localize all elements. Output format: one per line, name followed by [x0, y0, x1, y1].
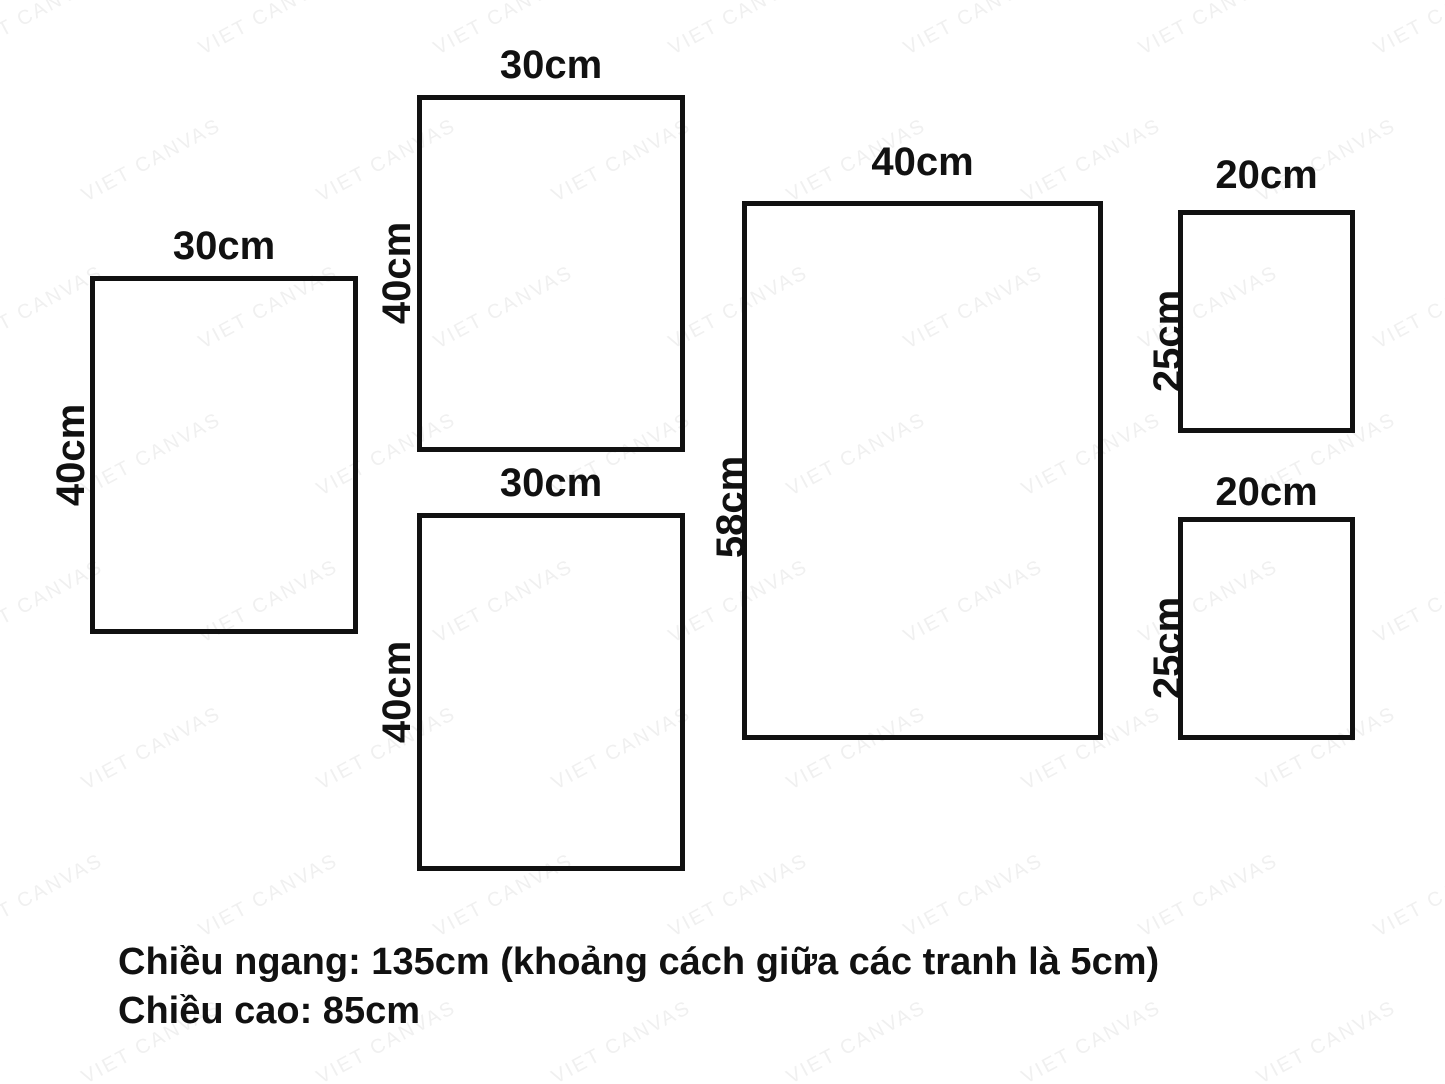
panel-bottom-middle — [417, 513, 685, 871]
dimensions-caption: Chiều ngang: 135cm (khoảng cách giữa các… — [118, 938, 1159, 1035]
panel-bottom-middle-height-label: 40cm — [375, 640, 419, 744]
panel-top-middle — [417, 95, 685, 452]
panel-top-right-height-label: 25cm — [1146, 289, 1190, 393]
panel-top-right — [1178, 210, 1355, 433]
panel-center-width-label: 40cm — [871, 140, 974, 184]
panel-bottom-right — [1178, 517, 1355, 740]
panel-center — [742, 201, 1103, 740]
caption-line-height: Chiều cao: 85cm — [118, 989, 420, 1032]
panel-left-width-label: 30cm — [172, 224, 276, 268]
caption-line-width: Chiều ngang: 135cm (khoảng cách giữa các… — [118, 941, 1160, 983]
panel-top-middle-height-label: 40cm — [375, 221, 419, 325]
panel-bottom-middle-width-label: 30cm — [499, 461, 603, 505]
panel-top-middle-width-label: 30cm — [499, 43, 603, 87]
panel-top-right-width-label: 20cm — [1215, 153, 1318, 197]
panel-left-height-label: 40cm — [49, 403, 93, 507]
panel-bottom-right-width-label: 20cm — [1215, 470, 1318, 514]
panel-left — [90, 276, 358, 634]
panel-center-height-label: 58cm — [709, 455, 753, 559]
panel-bottom-right-height-label: 25cm — [1146, 596, 1190, 700]
